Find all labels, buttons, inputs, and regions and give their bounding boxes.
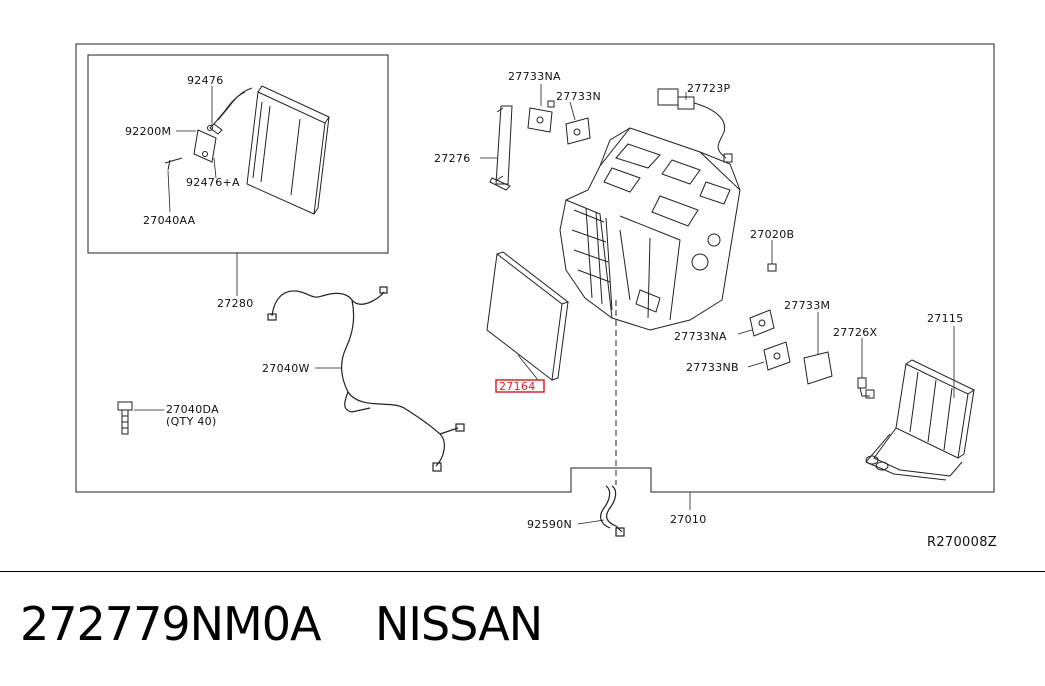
- actuator-27733M-drawing: [803, 351, 833, 385]
- leader-27733N: [569, 101, 576, 121]
- diagram-frame: [75, 43, 995, 493]
- actuator-27733NA-mid-drawing: [749, 309, 775, 337]
- label-27040AA: 27040AA: [143, 214, 196, 227]
- reference-code: R270008Z: [927, 535, 997, 550]
- label-92476: 92476: [187, 74, 224, 87]
- label-27020B: 27020B: [750, 228, 794, 241]
- label-qty: (QTY 40): [166, 415, 217, 428]
- inset-leader-lines: [167, 86, 238, 296]
- heater-core-27115-drawing: [865, 359, 976, 481]
- evaporator-inset-box: [87, 54, 389, 254]
- sensor-27726X-drawing: [857, 377, 875, 399]
- label-27010: 27010: [670, 513, 707, 526]
- highlight-27164: [495, 379, 545, 393]
- label-92590N: 92590N: [527, 518, 572, 531]
- actuator-27733NA-top-drawing: [527, 100, 555, 133]
- label-27733NA-mid: 27733NA: [674, 330, 727, 343]
- hvac-unit-drawing: [559, 127, 741, 331]
- label-27115: 27115: [927, 312, 964, 325]
- leader-27733NB: [747, 361, 765, 368]
- leader-27733NA-mid: [737, 329, 753, 335]
- label-27723P: 27723P: [687, 82, 730, 95]
- filter-27164-drawing: [486, 251, 570, 381]
- bolt-drawing: [117, 401, 133, 435]
- label-27276: 27276: [434, 152, 471, 165]
- leader-27164: [517, 354, 539, 381]
- label-92200M: 92200M: [125, 125, 171, 138]
- leader-92590N: [577, 519, 605, 525]
- label-27164: 27164: [499, 380, 536, 393]
- label-27726X: 27726X: [833, 326, 877, 339]
- actuator-27733NB-drawing: [763, 341, 791, 371]
- clip-27020B-drawing: [767, 263, 777, 272]
- label-27733N: 27733N: [556, 90, 601, 103]
- label-92476A: 92476+A: [186, 176, 240, 189]
- footer-divider: [0, 571, 1045, 572]
- sensor-27723P-drawing: [657, 88, 733, 163]
- label-27040W: 27040W: [262, 362, 310, 375]
- label-27280: 27280: [217, 297, 254, 310]
- label-27733M: 27733M: [784, 299, 830, 312]
- actuator-27733N-drawing: [565, 117, 591, 145]
- label-27040DA: 27040DA: [166, 403, 219, 416]
- evaporator-core-drawing: [164, 85, 330, 215]
- label-27733NB: 27733NB: [686, 361, 739, 374]
- part-number: 272779NM0A: [20, 597, 321, 651]
- parts-diagram: 92476 92200M 92476+A 27040AA 27280 27040…: [75, 43, 997, 550]
- brand-name: NISSAN: [375, 597, 543, 651]
- drain-hose-drawing: [600, 485, 625, 537]
- bracket-27276-drawing: [489, 105, 513, 191]
- wire-harness-drawing: [267, 286, 465, 472]
- label-27733NA-top: 27733NA: [508, 70, 561, 83]
